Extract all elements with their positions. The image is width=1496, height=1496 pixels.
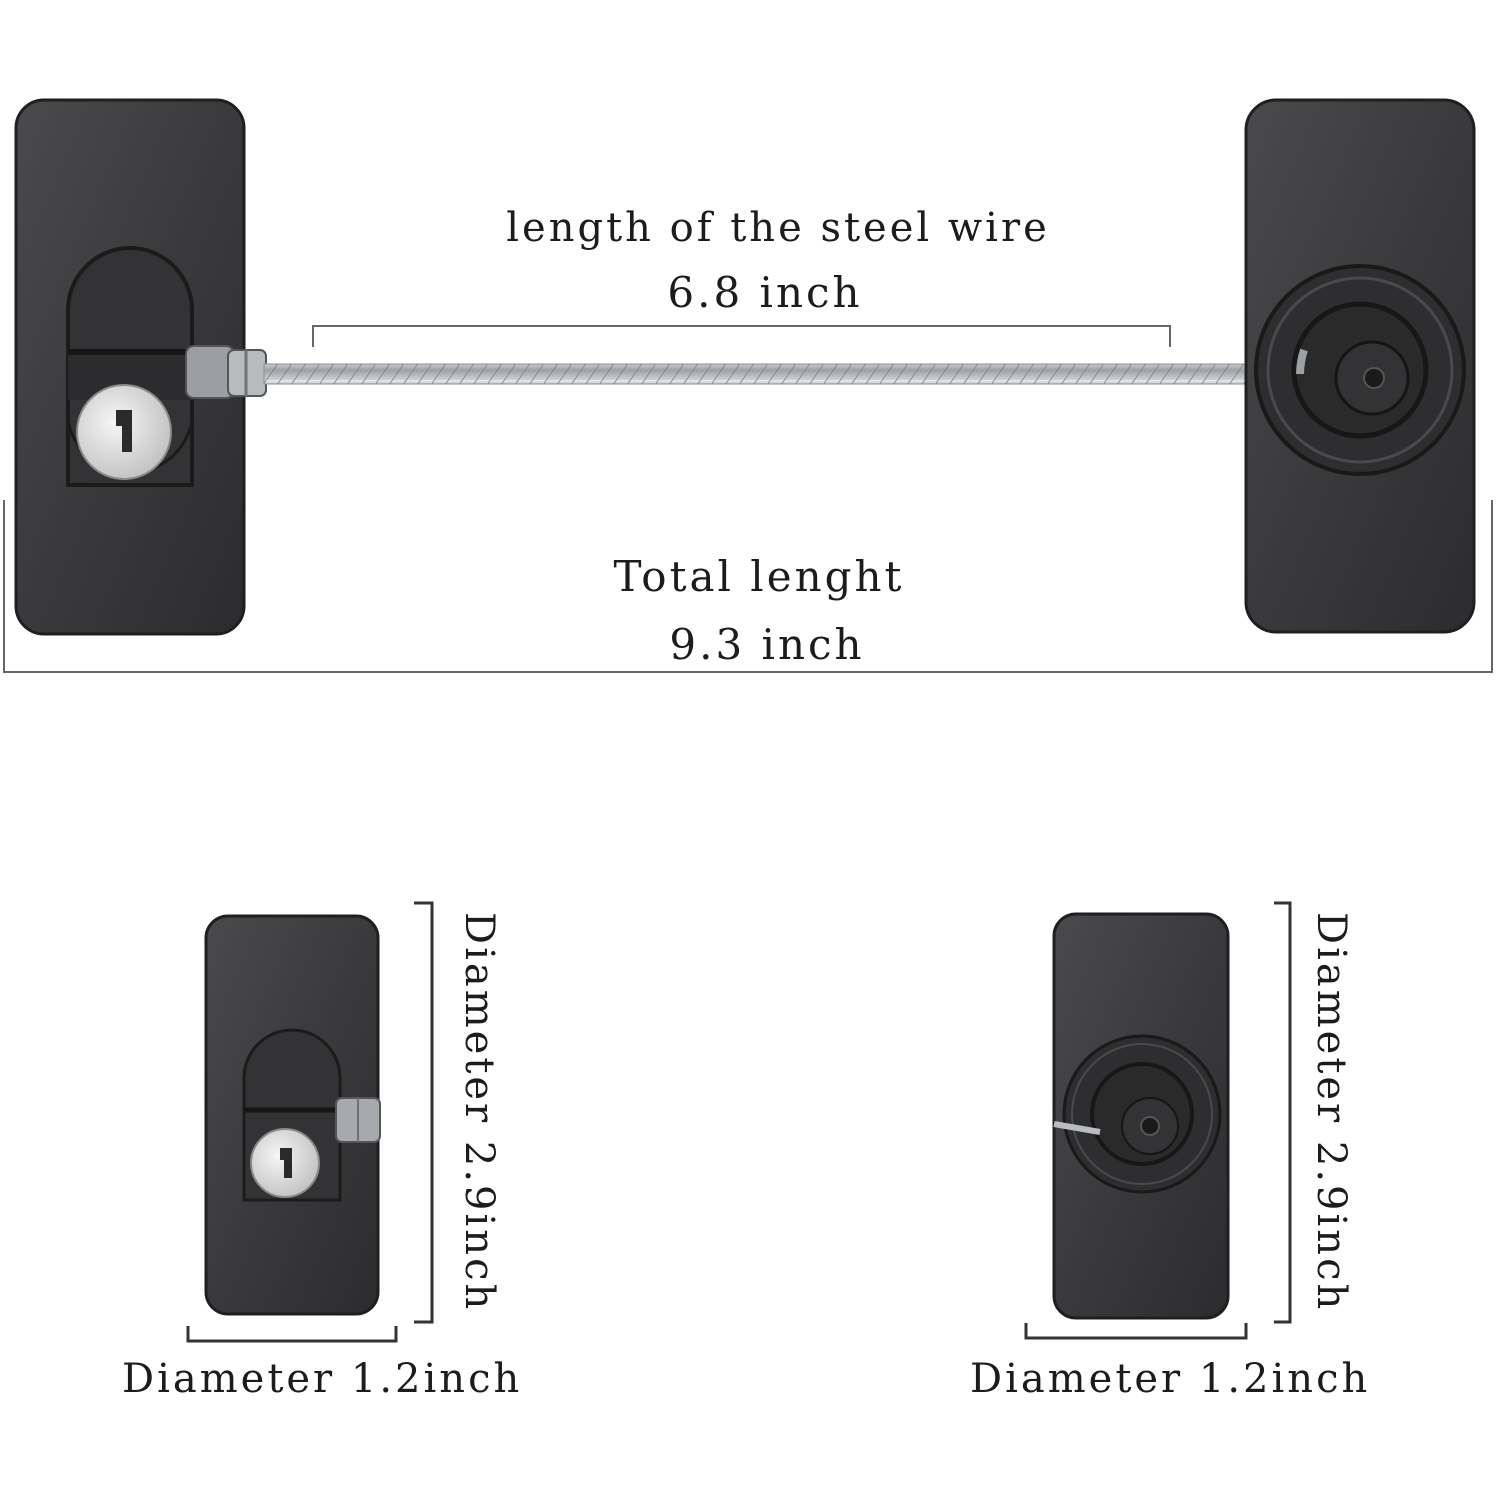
bottom-right-lock-detail xyxy=(1024,901,1292,1340)
right-width-label: Diameter 1.2inch xyxy=(970,1356,1371,1402)
top-lock-assembly xyxy=(3,98,1493,673)
total-length-title: Total lenght xyxy=(613,552,905,601)
left-width-bracket xyxy=(186,1326,398,1343)
wire-length-bracket xyxy=(312,325,1171,347)
left-height-label: Diameter 2.9inch xyxy=(456,912,502,1313)
steel-wire xyxy=(263,363,1311,385)
total-length-bracket xyxy=(3,500,1493,673)
bottom-left-lock-detail xyxy=(186,901,434,1343)
wire-length-title: length of the steel wire xyxy=(506,205,1050,251)
left-height-bracket xyxy=(414,901,434,1324)
left-ferrule xyxy=(185,345,235,399)
left-width-label: Diameter 1.2inch xyxy=(122,1356,523,1402)
right-height-bracket xyxy=(1274,901,1292,1324)
right-height-label: Diameter 2.9inch xyxy=(1308,912,1354,1313)
detail-wire-anchor-icon xyxy=(1140,1116,1160,1136)
right-width-bracket xyxy=(1024,1323,1248,1340)
total-length-value: 9.3 inch xyxy=(669,620,865,669)
wire-length-value: 6.8 inch xyxy=(667,268,863,317)
